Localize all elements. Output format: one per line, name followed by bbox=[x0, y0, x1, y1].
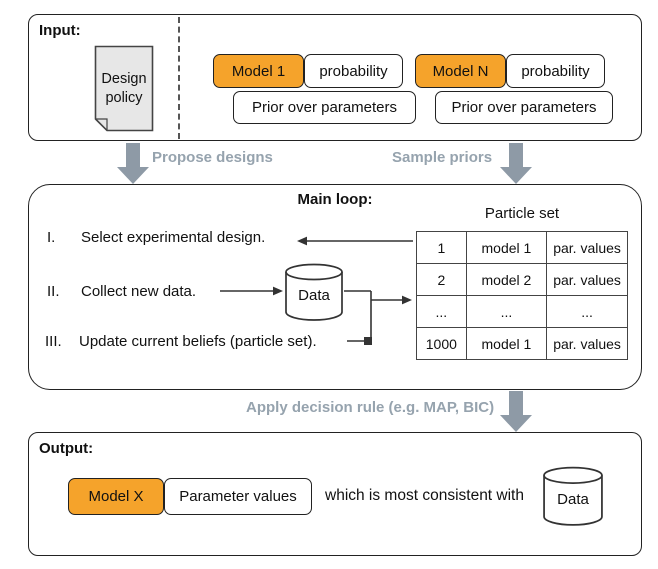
propose-designs-arrow-icon bbox=[117, 143, 149, 184]
step-2: II. Collect new data. bbox=[47, 283, 196, 300]
decision-rule-label: Apply decision rule (e.g. MAP, BIC) bbox=[246, 399, 495, 416]
model-1-prior-box: Prior over parameters bbox=[233, 91, 416, 124]
cell-model: model 2 bbox=[465, 263, 548, 296]
step-2-text: Collect new data. bbox=[81, 283, 197, 300]
model-x-box: Model X bbox=[68, 478, 164, 515]
model-1-probability-box: probability bbox=[304, 54, 403, 88]
model-1-box: Model 1 bbox=[213, 54, 304, 88]
cell-model: model 1 bbox=[465, 327, 548, 360]
design-policy-note: Design policy bbox=[94, 45, 154, 132]
cell-params: par. values bbox=[546, 263, 628, 296]
output-section: Output: Model X Parameter values which i… bbox=[28, 432, 642, 556]
data-cylinder-label: Data bbox=[298, 286, 330, 304]
step-3-numeral: III. bbox=[45, 333, 62, 350]
table-row: 1 model 1 par. values bbox=[416, 231, 628, 264]
model-n-probability-box: probability bbox=[506, 54, 605, 88]
step-1: I. Select experimental design. bbox=[47, 229, 265, 246]
cell-params: par. values bbox=[546, 327, 628, 360]
database-icon bbox=[543, 466, 603, 526]
cell-index: 2 bbox=[416, 263, 467, 296]
input-section: Input: Design policy Model 1 probability… bbox=[28, 14, 642, 141]
table-row: 2 model 2 par. values bbox=[416, 263, 628, 296]
propose-designs-label: Propose designs bbox=[152, 149, 273, 166]
step-1-text: Select experimental design. bbox=[81, 229, 266, 246]
database-icon bbox=[285, 263, 343, 321]
step-2-numeral: II. bbox=[47, 283, 60, 300]
output-caption: which is most consistent with bbox=[325, 487, 524, 504]
model-n-box: Model N bbox=[415, 54, 506, 88]
cell-model: model 1 bbox=[465, 231, 548, 264]
output-label: Output: bbox=[39, 440, 94, 457]
table-row: ... ... ... bbox=[416, 295, 628, 328]
cell-index: 1000 bbox=[416, 327, 467, 360]
sample-priors-label: Sample priors bbox=[392, 149, 493, 166]
sample-priors-arrow-icon bbox=[500, 143, 532, 184]
model-n-prior-box: Prior over parameters bbox=[435, 91, 613, 124]
main-loop-section: Main loop: I. Select experimental design… bbox=[28, 184, 642, 390]
step-3-text: Update current beliefs (particle set). bbox=[79, 333, 317, 350]
note-shape-icon bbox=[94, 45, 154, 132]
particle-set-title: Particle set bbox=[484, 205, 560, 222]
cell-index: ... bbox=[416, 295, 467, 328]
main-loop-label: Main loop: bbox=[297, 191, 373, 208]
output-data-cylinder-label: Data bbox=[557, 490, 589, 508]
input-divider bbox=[178, 17, 180, 139]
design-policy-label: Design policy bbox=[101, 71, 147, 106]
cell-params: ... bbox=[546, 295, 628, 328]
output-data-cylinder: Data bbox=[542, 465, 604, 527]
table-row: 1000 model 1 par. values bbox=[416, 327, 628, 360]
step-3: III. Update current beliefs (particle se… bbox=[45, 333, 317, 350]
data-cylinder: Data bbox=[284, 263, 344, 321]
cell-params: par. values bbox=[546, 231, 628, 264]
cell-model: ... bbox=[465, 295, 548, 328]
decision-rule-arrow-icon bbox=[500, 391, 532, 432]
parameter-values-box: Parameter values bbox=[164, 478, 312, 515]
input-label: Input: bbox=[39, 22, 81, 39]
cell-index: 1 bbox=[416, 231, 467, 264]
step-1-numeral: I. bbox=[47, 229, 56, 246]
particle-set-table: 1 model 1 par. values 2 model 2 par. val… bbox=[416, 231, 628, 360]
